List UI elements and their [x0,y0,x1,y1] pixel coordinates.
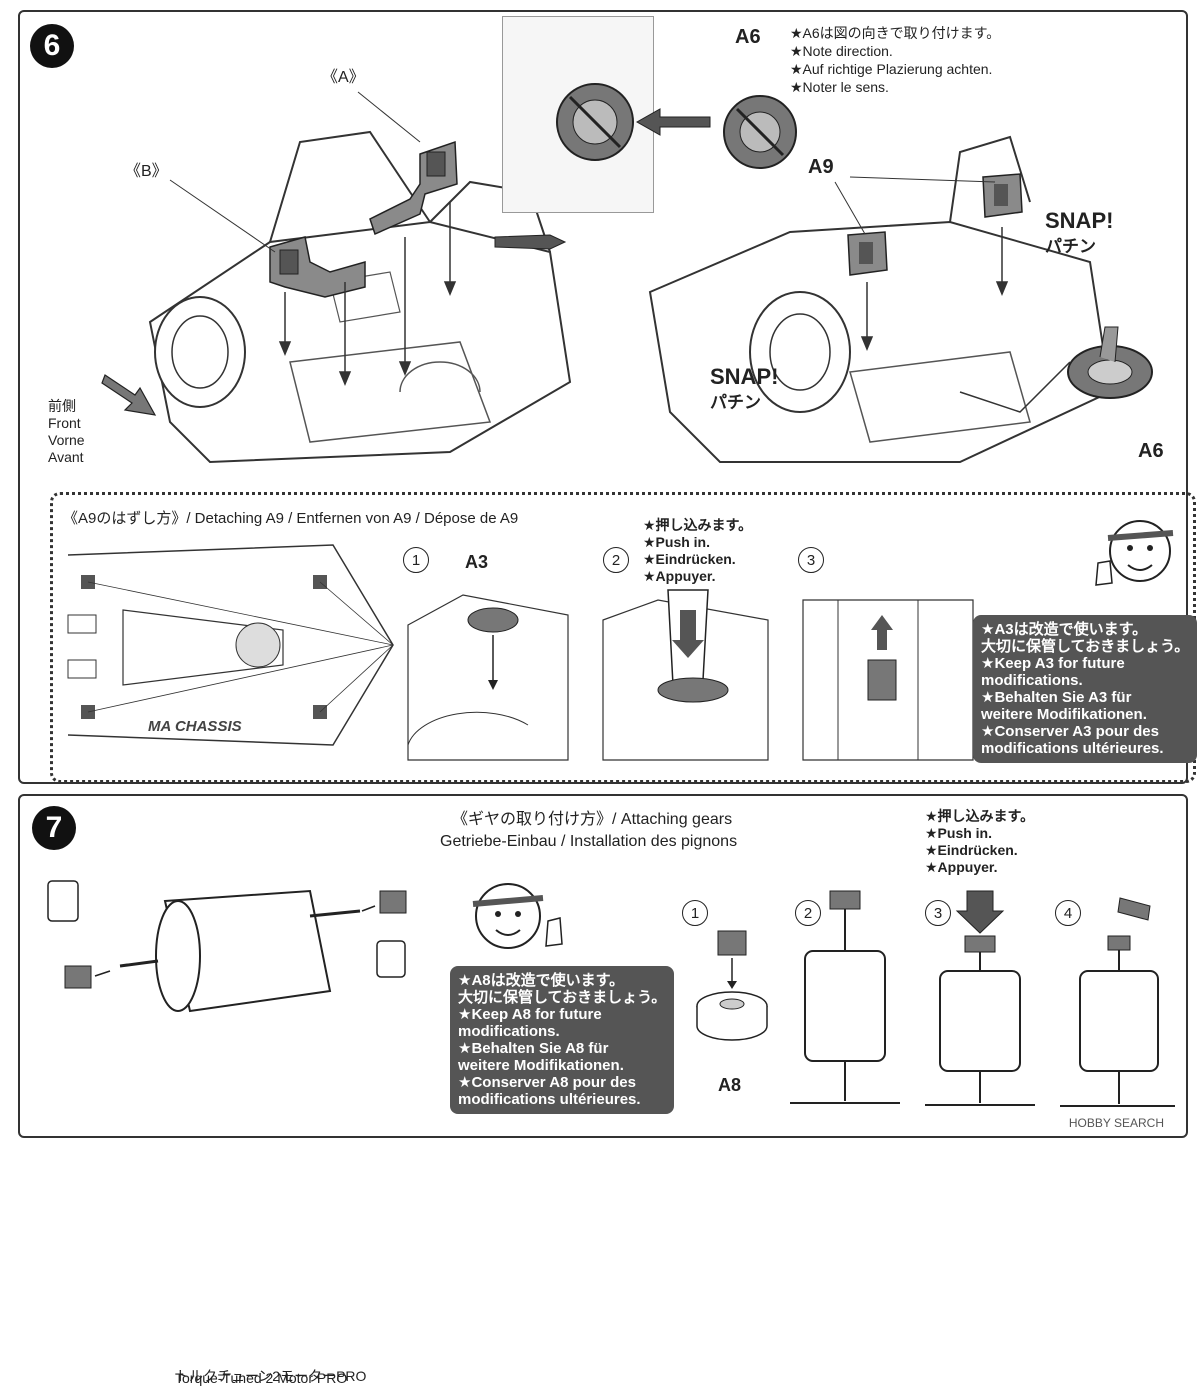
detach-push-jp: ★押し込みます。 [643,517,753,533]
a6-top-label: A6 [735,26,761,48]
a9-leader-lines [834,176,996,235]
gear-push-fr: ★Appuyer. [925,859,998,875]
step-6-panel: 6 《A》 《B》 [18,10,1198,784]
front-label-de: Vorne [48,432,85,448]
step-7-panel: 7 《ギヤの取り付け方》/ Attaching gears Getriebe-E… [18,794,1188,1386]
keep-a3-en-2: modifications. [981,672,1083,689]
a9-insert-arrows [860,227,1009,351]
gear-step-3-illustration [925,890,1035,1106]
a8-label: A8 [718,1075,742,1095]
part-a-illustration [369,140,458,236]
a6-installed-illustration [556,83,634,161]
ma-chassis-logo: MA CHASSIS [148,718,242,735]
gear-push-note: ★押し込みます。 ★Push in. ★Eindrücken. ★Appuyer… [925,808,1034,876]
motor-name-en: Torque-Tuned 2 Motor PRO [175,1370,348,1386]
gear-push-de: ★Eindrücken. [925,842,1018,858]
gear-step-1-marker: 1 [682,900,708,926]
hobby-search-watermark: HOBBY SEARCH [1068,1116,1164,1130]
front-label: 前側 Front Vorne Avant [48,398,85,466]
snap-left-jp: パチン [710,393,761,412]
a6-insert-arrow [635,108,711,136]
a6-direction-note: ★A6は図の向きで取り付けます。 ★Note direction. ★Auf r… [790,24,1000,96]
detach-a9-title: 《A9のはずし方》/ Detaching A9 / Entfernen von … [63,510,519,527]
step7-title: 《ギヤの取り付け方》/ Attaching gears [452,811,733,828]
snap-left-text: SNAP! [710,364,779,389]
snap-callout-right: SNAP! パチン [1045,208,1113,260]
a3-label: A3 [465,552,489,572]
grease-tube-icon [494,234,567,250]
gear-step-4-illustration [1060,897,1175,1107]
a9-label: A9 [808,156,834,178]
detach-a9-subpanel: 《A9のはずし方》/ Detaching A9 / Entfernen von … [50,492,1198,783]
leader-lines-ab [169,91,421,253]
a6-note-en: ★Note direction. [790,43,893,59]
front-label-jp: 前側 [48,398,76,414]
detach-push-fr: ★Appuyer. [643,568,716,584]
keep-a8-en-1: ★Keep A8 for future [458,1006,602,1023]
chassis-assembly-illustration-right [648,135,1153,463]
gear-step-4-marker: 4 [1055,900,1081,926]
gear-push-jp: ★押し込みます。 [925,808,1035,824]
detach-step-1-marker: 1 [403,547,429,573]
label-b: 《B》 [125,163,168,180]
keep-a3-note: ★A3は改造で使います。 大切に保管しておきましょう。 ★Keep A3 for… [973,615,1198,763]
keep-a8-en-2: modifications. [458,1023,560,1040]
mascot-thumbs-up-icon [1095,520,1174,586]
a6-note-jp: ★A6は図の向きで取り付けます。 [790,25,1001,41]
snap-callout-left: SNAP! パチン [710,364,778,416]
detach-step-2-marker: 2 [603,547,629,573]
snap-right-jp: パチン [1045,237,1096,256]
keep-a8-note: ★A8は改造で使います。 大切に保管しておきましょう。 ★Keep A8 for… [450,966,675,1114]
chassis-underside-illustration [67,544,394,746]
gear-step-2-illustration [790,890,900,1104]
keep-a3-jp-1: ★A3は改造で使います。 [981,621,1148,638]
keep-a3-en-1: ★Keep A3 for future [981,655,1125,672]
chassis-assembly-illustration-left [148,130,572,464]
keep-a3-fr-2: modifications ultérieures. [981,740,1164,757]
keep-a8-fr-1: ★Conserver A8 pour des [458,1074,636,1091]
front-direction-arrow-icon [101,374,157,416]
keep-a8-jp-2: 大切に保管しておきましょう。 [458,989,667,1006]
step-number-6: 6 [30,24,74,68]
keep-a3-fr-1: ★Conserver A3 pour des [981,723,1159,740]
detach-step-3-marker: 3 [798,547,824,573]
front-label-fr: Avant [48,449,84,465]
part-b-illustration [269,236,366,298]
detach-push-en: ★Push in. [643,534,710,550]
keep-a3-jp-2: 大切に保管しておきましょう。 [981,638,1190,655]
front-label-en: Front [48,415,81,431]
a6-part-illustration [723,95,797,169]
detach-push-note: ★押し込みます。 ★Push in. ★Eindrücken. ★Appuyer… [643,517,752,585]
motor-illustration [47,880,407,1013]
gear-step-1-illustration [696,930,768,1041]
label-a: 《A》 [322,69,365,86]
keep-a3-de-1: ★Behalten Sie A3 für [981,689,1132,706]
part-a9-left-illustration [847,231,888,276]
a6-note-fr: ★Noter le sens. [790,79,889,95]
step7-subtitle: Getriebe-Einbau / Installation des pigno… [440,833,738,850]
detach-step-1-illustration [407,594,569,761]
snap-right-text: SNAP! [1045,208,1114,233]
detach-push-de: ★Eindrücken. [643,551,736,567]
gear-step-3-marker: 3 [925,900,951,926]
keep-a8-de-1: ★Behalten Sie A8 für [458,1040,609,1057]
part-a9-right-illustration [982,173,1023,218]
gear-step-2-marker: 2 [795,900,821,926]
step-number-7: 7 [32,806,76,850]
keep-a8-fr-2: modifications ultérieures. [458,1091,641,1108]
a6-note-de: ★Auf richtige Plazierung achten. [790,61,993,77]
keep-a8-jp-1: ★A8は改造で使います。 [458,972,625,989]
keep-a8-de-2: weitere Modifikationen. [458,1057,624,1074]
a6-bottom-label: A6 [1138,440,1164,462]
detach-step-2-illustration [602,589,769,761]
mascot-thumbs-up-icon-2 [472,883,563,949]
detach-step-3-illustration [802,599,974,761]
keep-a3-de-2: weitere Modifikationen. [981,706,1147,723]
insert-arrows-left [278,202,457,386]
gear-push-en: ★Push in. [925,825,992,841]
